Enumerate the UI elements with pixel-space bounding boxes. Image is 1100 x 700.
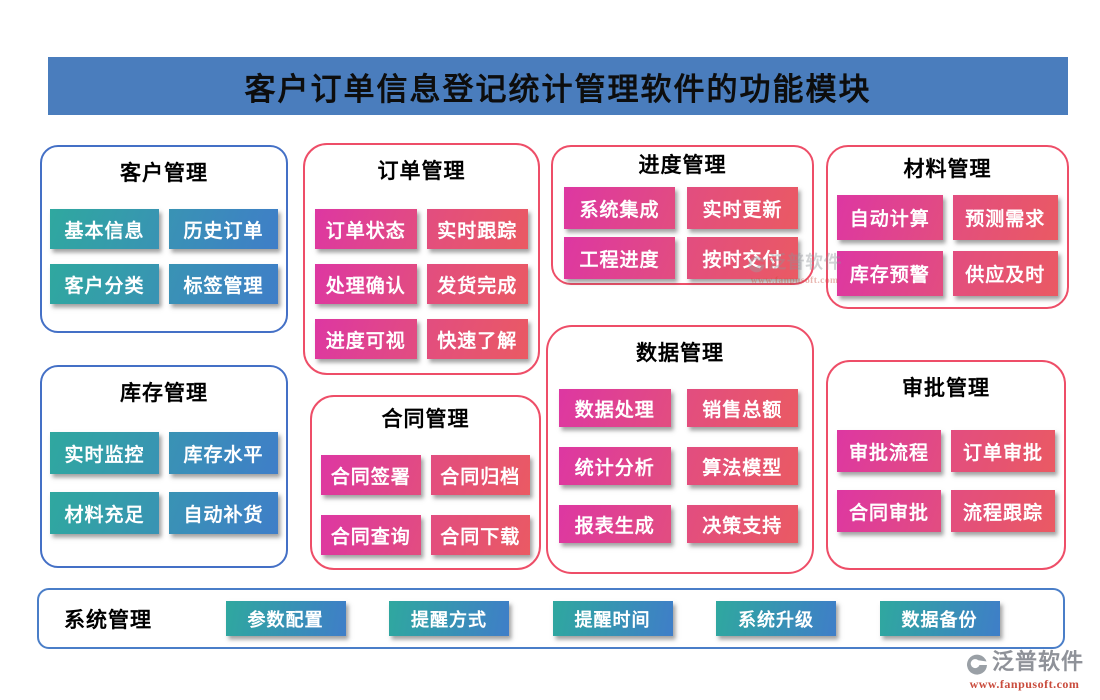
contract-management-card: 合同管理 合同签署合同归档合同查询合同下载 (310, 395, 541, 570)
feature-button[interactable]: 实时更新 (687, 187, 798, 229)
card-title: 合同管理 (381, 407, 470, 431)
feature-button[interactable]: 数据处理 (559, 389, 671, 427)
feature-button[interactable]: 合同审批 (837, 490, 941, 532)
system-bar-title: 系统管理 (64, 607, 152, 632)
system-feature-button[interactable]: 参数配置 (225, 601, 346, 636)
system-feature-button[interactable]: 系统升级 (716, 601, 836, 636)
inventory-management-card: 库存管理 实时监控库存水平材料充足自动补货 (40, 365, 288, 568)
swirl-logo-icon (966, 654, 987, 675)
system-management-bar: 系统管理 参数配置 提醒方式 提醒时间 系统升级 数据备份 (37, 588, 1065, 649)
feature-button[interactable]: 历史订单 (169, 209, 278, 249)
card-title: 订单管理 (377, 159, 466, 183)
system-feature-button[interactable]: 数据备份 (879, 601, 1000, 636)
feature-button[interactable]: 合同下载 (430, 515, 530, 555)
feature-button[interactable]: 库存水平 (169, 432, 278, 474)
feature-button[interactable]: 库存预警 (837, 251, 943, 296)
page-title: 客户订单信息登记统计管理软件的功能模块 (244, 71, 872, 107)
card-title: 材料管理 (903, 157, 992, 181)
card-buttons: 审批流程订单审批合同审批流程跟踪 (837, 430, 1055, 532)
feature-button[interactable]: 发货完成 (426, 264, 528, 304)
system-bar-buttons: 参数配置 提醒方式 提醒时间 系统升级 数据备份 (182, 601, 1043, 636)
system-feature-button[interactable]: 提醒方式 (389, 601, 509, 636)
feature-button[interactable]: 预测需求 (952, 195, 1058, 240)
feature-button[interactable]: 合同签署 (321, 455, 421, 495)
card-buttons: 系统集成实时更新工程进度按时交付 (564, 187, 798, 279)
feature-button[interactable]: 自动补货 (169, 492, 278, 534)
approval-management-card: 审批管理 审批流程订单审批合同审批流程跟踪 (826, 360, 1066, 570)
feature-button[interactable]: 合同归档 (430, 455, 530, 495)
order-management-card: 订单管理 订单状态实时跟踪处理确认发货完成进度可视快速了解 (303, 143, 540, 375)
feature-button[interactable]: 自动计算 (837, 195, 943, 240)
feature-button[interactable]: 审批流程 (837, 430, 941, 472)
card-buttons: 合同签署合同归档合同查询合同下载 (321, 455, 530, 555)
feature-button[interactable]: 工程进度 (564, 237, 675, 279)
card-title: 客户管理 (120, 161, 208, 185)
card-buttons: 实时监控库存水平材料充足自动补货 (50, 432, 278, 534)
feature-button[interactable]: 统计分析 (559, 447, 671, 485)
feature-button[interactable]: 实时跟踪 (426, 209, 528, 249)
system-feature-button[interactable]: 提醒时间 (552, 601, 673, 636)
card-buttons: 数据处理销售总额统计分析算法模型报表生成决策支持 (559, 389, 798, 543)
data-management-card: 数据管理 数据处理销售总额统计分析算法模型报表生成决策支持 (546, 325, 814, 574)
feature-button[interactable]: 进度可视 (315, 319, 417, 359)
card-buttons: 自动计算预测需求库存预警供应及时 (837, 195, 1058, 296)
card-buttons: 基本信息历史订单客户分类标签管理 (50, 209, 278, 304)
feature-button[interactable]: 材料充足 (50, 492, 159, 534)
feature-button[interactable]: 快速了解 (426, 319, 528, 359)
feature-button[interactable]: 按时交付 (687, 237, 798, 279)
feature-button[interactable]: 流程跟踪 (951, 490, 1055, 532)
progress-management-card: 进度管理 系统集成实时更新工程进度按时交付 (551, 145, 814, 285)
feature-button[interactable]: 系统集成 (564, 187, 675, 229)
feature-button[interactable]: 处理确认 (315, 264, 417, 304)
feature-button[interactable]: 实时监控 (50, 432, 159, 474)
customer-management-card: 客户管理 基本信息历史订单客户分类标签管理 (40, 145, 288, 333)
feature-button[interactable]: 决策支持 (686, 505, 798, 543)
feature-button[interactable]: 销售总额 (686, 389, 798, 427)
material-management-card: 材料管理 自动计算预测需求库存预警供应及时 (826, 145, 1069, 309)
feature-button[interactable]: 算法模型 (686, 447, 798, 485)
feature-button[interactable]: 订单状态 (315, 209, 417, 249)
card-title: 数据管理 (636, 341, 724, 365)
card-buttons: 订单状态实时跟踪处理确认发货完成进度可视快速了解 (315, 209, 528, 359)
feature-button[interactable]: 订单审批 (951, 430, 1055, 472)
feature-button[interactable]: 客户分类 (50, 264, 159, 304)
feature-button[interactable]: 标签管理 (169, 264, 278, 304)
fanpu-logo: 泛普软件 www.fanpusoft.com (965, 644, 1084, 692)
feature-button[interactable]: 供应及时 (952, 251, 1058, 296)
card-title: 库存管理 (120, 381, 208, 405)
card-title: 进度管理 (638, 153, 727, 177)
feature-button[interactable]: 合同查询 (321, 515, 421, 555)
feature-button[interactable]: 基本信息 (50, 209, 159, 249)
card-title: 审批管理 (902, 376, 990, 400)
header-bar: 客户订单信息登记统计管理软件的功能模块 (48, 57, 1068, 115)
feature-button[interactable]: 报表生成 (559, 505, 671, 543)
website-url: www.fanpusoft.com (969, 677, 1080, 691)
